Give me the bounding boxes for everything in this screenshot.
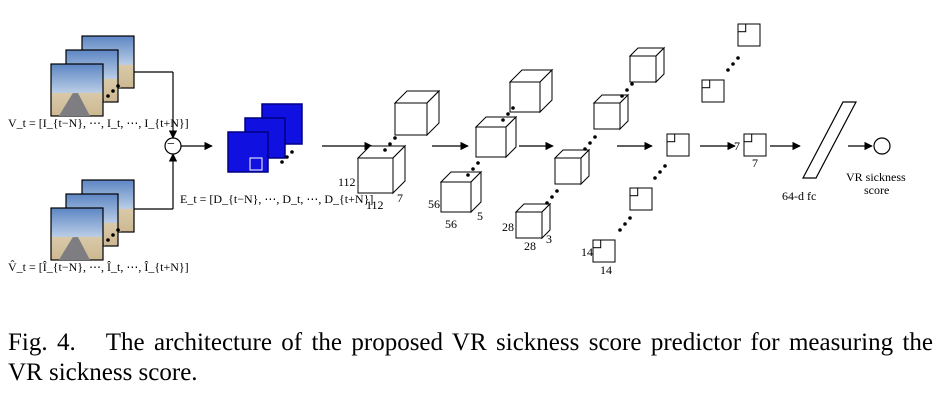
output-node bbox=[873, 137, 891, 155]
subtract-symbol: − bbox=[167, 137, 175, 152]
conv4-ellipsis-a bbox=[736, 56, 740, 60]
difference-map-1 bbox=[227, 131, 269, 173]
conv4-ellipsis-b bbox=[658, 170, 662, 174]
conv3-ellipsis-b bbox=[593, 135, 597, 139]
input-frames-ellipsis bbox=[106, 94, 110, 98]
conv2-cube-c-front bbox=[440, 181, 472, 213]
conv4-ellipsis-b bbox=[663, 164, 667, 168]
conv3-ellipsis-c bbox=[550, 195, 554, 199]
conv3-ellipsis-a bbox=[620, 94, 624, 98]
architecture-figure: V_t = [I_{t−N}, ⋯, I_t, ⋯, I_{t+N}] V̂_t… bbox=[8, 23, 906, 277]
conv4-ellipsis-a bbox=[731, 62, 735, 66]
conv4-map-c-kernel bbox=[666, 133, 676, 143]
conv1-cube-a-front bbox=[394, 102, 428, 136]
conv2-ellipsis-b bbox=[466, 173, 470, 177]
conv2-height-label: 56 bbox=[428, 197, 440, 211]
conv4-ellipsis-b bbox=[653, 176, 657, 180]
conv3-cube-d-front bbox=[515, 211, 543, 239]
fc-layer bbox=[802, 101, 857, 179]
recon-frames-ellipsis bbox=[106, 238, 110, 242]
input-frames-ellipsis bbox=[116, 84, 120, 88]
conv5-height-label: 7 bbox=[734, 139, 740, 153]
recon-frames-ellipsis bbox=[116, 228, 120, 232]
conv2-ellipsis-b bbox=[471, 167, 475, 171]
conv2-cube-a-front bbox=[509, 81, 541, 113]
conv3-depth-label: 3 bbox=[546, 232, 552, 246]
conv3-ellipsis-a bbox=[630, 82, 634, 86]
difference-maps-ellipsis bbox=[290, 150, 294, 154]
conv4-ellipsis-a bbox=[726, 68, 730, 72]
conv4-map-e-kernel bbox=[592, 239, 602, 249]
conv1-depth-label: 7 bbox=[397, 191, 403, 205]
conv2-cube-b-front bbox=[475, 126, 507, 158]
difference-maps-ellipsis bbox=[285, 155, 289, 159]
conv4-ellipsis-c bbox=[618, 228, 622, 232]
conv3-cube-c-front bbox=[554, 157, 582, 185]
conv3-ellipsis-c bbox=[545, 201, 549, 205]
conv3-height-label: 28 bbox=[502, 220, 514, 234]
difference-video-label: E_t = [D_{t−N}, ⋯, D_t, ⋯, D_{t+N}] bbox=[180, 192, 374, 206]
conv2-ellipsis-a bbox=[506, 112, 510, 116]
input-video-label: V_t = [I_{t−N}, ⋯, I_t, ⋯, I_{t+N}] bbox=[8, 116, 189, 130]
conv1-ellipsis bbox=[388, 142, 392, 146]
conv4-map-a-kernel bbox=[737, 23, 747, 33]
caption-prefix: Fig. 4. bbox=[8, 329, 76, 356]
conv2-depth-label: 5 bbox=[477, 209, 483, 223]
input-frame-1-road bbox=[58, 93, 90, 116]
conv4-ellipsis-c bbox=[628, 216, 632, 220]
output-label-line2: score bbox=[864, 183, 890, 197]
input-frames-ellipsis bbox=[111, 89, 115, 93]
difference-kernel bbox=[249, 157, 263, 171]
conv3-ellipsis-b bbox=[583, 147, 587, 151]
recon-frame-1-road bbox=[58, 237, 90, 260]
recon-frames-ellipsis bbox=[111, 233, 115, 237]
reconstructed-video-label: V̂_t = [Î_{t−N}, ⋯, Î_t, ⋯, Î_{t+N}] bbox=[8, 260, 189, 274]
conv4-height-label: 14 bbox=[581, 245, 593, 259]
conv1-ellipsis bbox=[383, 148, 387, 152]
conv1-width-label: 112 bbox=[366, 198, 384, 212]
conv3-cube-a-front bbox=[629, 55, 657, 83]
conv3-ellipsis-b bbox=[588, 141, 592, 145]
conv2-ellipsis-a bbox=[511, 106, 515, 110]
output-label-line1: VR sickness bbox=[846, 170, 906, 184]
conv5-width-label: 7 bbox=[752, 156, 758, 170]
conv4-map-d-kernel bbox=[629, 187, 639, 197]
conv3-cube-b-front bbox=[593, 102, 621, 130]
conv4-ellipsis-c bbox=[623, 222, 627, 226]
conv2-ellipsis-a bbox=[501, 118, 505, 122]
architecture-diagram bbox=[50, 23, 891, 263]
difference-maps-ellipsis bbox=[280, 160, 284, 164]
figure-caption: Fig. 4.The architecture of the proposed … bbox=[8, 328, 933, 388]
conv2-width-label: 56 bbox=[445, 217, 457, 231]
caption-text: The architecture of the proposed VR sick… bbox=[8, 329, 933, 386]
conv3-ellipsis-c bbox=[555, 189, 559, 193]
conv2-ellipsis-b bbox=[476, 161, 480, 165]
fc-layer-label: 64-d fc bbox=[782, 189, 817, 203]
conv1-cube-b-front bbox=[357, 157, 394, 194]
conv1-height-label: 112 bbox=[338, 175, 356, 189]
conv3-width-label: 28 bbox=[524, 239, 536, 253]
conv5-map-kernel bbox=[743, 133, 753, 143]
conv4-map-b-kernel bbox=[701, 79, 711, 89]
conv1-ellipsis bbox=[393, 136, 397, 140]
conv4-width-label: 14 bbox=[600, 263, 612, 277]
conv3-ellipsis-a bbox=[625, 88, 629, 92]
